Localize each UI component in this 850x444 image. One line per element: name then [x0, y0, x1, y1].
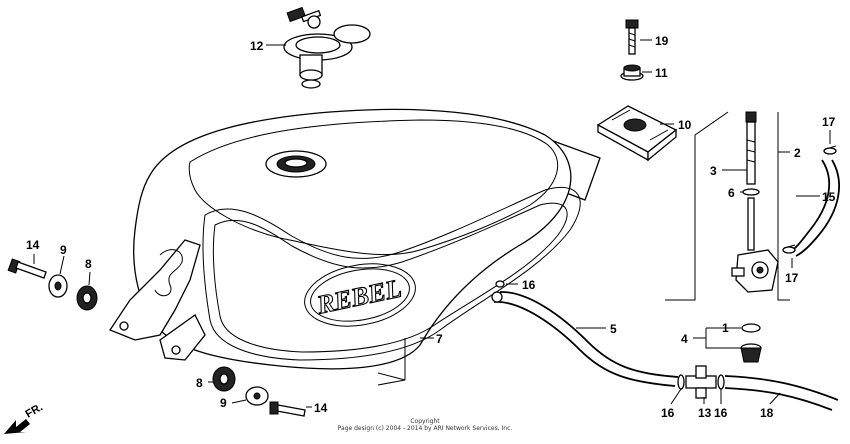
bolt-14-bottom[interactable] [269, 401, 306, 417]
hose-5[interactable] [491, 291, 679, 387]
leader-lines [33, 39, 831, 408]
t-joint-13[interactable] [685, 365, 717, 399]
callout-2: 2 [794, 146, 801, 160]
clip-16-right[interactable] [717, 374, 725, 390]
callout-8-bottom: 8 [196, 376, 203, 390]
callout-7: 7 [436, 332, 443, 346]
callout-16-left: 16 [661, 406, 675, 420]
callout-16-right: 16 [714, 406, 728, 420]
copyright-line1: Copyright [410, 418, 440, 425]
bolt-19[interactable] [625, 19, 639, 55]
hose-18[interactable] [724, 375, 839, 411]
copyright-line2: Page design (c) 2004 - 2014 by ARI Netwo… [337, 425, 513, 432]
mount-pad-10[interactable] [596, 105, 678, 162]
callout-13: 13 [698, 406, 712, 420]
callout-19: 19 [655, 34, 669, 48]
bolt-14-top[interactable] [7, 258, 47, 279]
callout-16-top: 16 [522, 278, 536, 292]
washer-9-bottom[interactable] [245, 386, 269, 406]
fuel-cap[interactable] [283, 6, 371, 89]
fuel-valve-assembly[interactable] [731, 111, 779, 363]
assembly-frame-right [777, 112, 790, 301]
callout-15: 15 [822, 190, 836, 204]
clip-16-left[interactable] [677, 374, 685, 390]
hose-15[interactable] [789, 159, 840, 257]
callout-18: 18 [760, 406, 774, 420]
collar-11[interactable] [620, 64, 644, 81]
callout-14-top: 14 [26, 238, 40, 252]
arrow-icon [4, 419, 30, 434]
callout-17-top: 17 [822, 115, 836, 129]
grommet-8-bottom[interactable] [212, 366, 236, 392]
callout-11: 11 [655, 66, 668, 80]
callout-8-top: 8 [85, 257, 92, 271]
washer-9-top[interactable] [48, 274, 68, 298]
callout-9-bottom: 9 [220, 396, 227, 410]
clip-17-bottom[interactable] [782, 244, 796, 254]
clip-17-top[interactable] [823, 145, 837, 155]
callout-3: 3 [710, 164, 717, 178]
callout-17-bottom: 17 [785, 271, 799, 285]
callout-6: 6 [728, 186, 735, 200]
callout-5: 5 [610, 322, 617, 336]
callout-14-bottom: 14 [314, 401, 328, 415]
assembly-frame-left [665, 111, 729, 301]
callout-10: 10 [678, 118, 692, 132]
fuel-tank[interactable]: REBEL [109, 108, 601, 370]
grommet-8-top[interactable] [76, 285, 98, 311]
callout-9-top: 9 [60, 243, 67, 257]
leader-7-bracket [377, 372, 406, 386]
callout-1: 1 [722, 321, 729, 335]
callout-4: 4 [681, 332, 688, 346]
clip-16-top[interactable] [495, 280, 505, 288]
callout-12: 12 [250, 39, 264, 53]
